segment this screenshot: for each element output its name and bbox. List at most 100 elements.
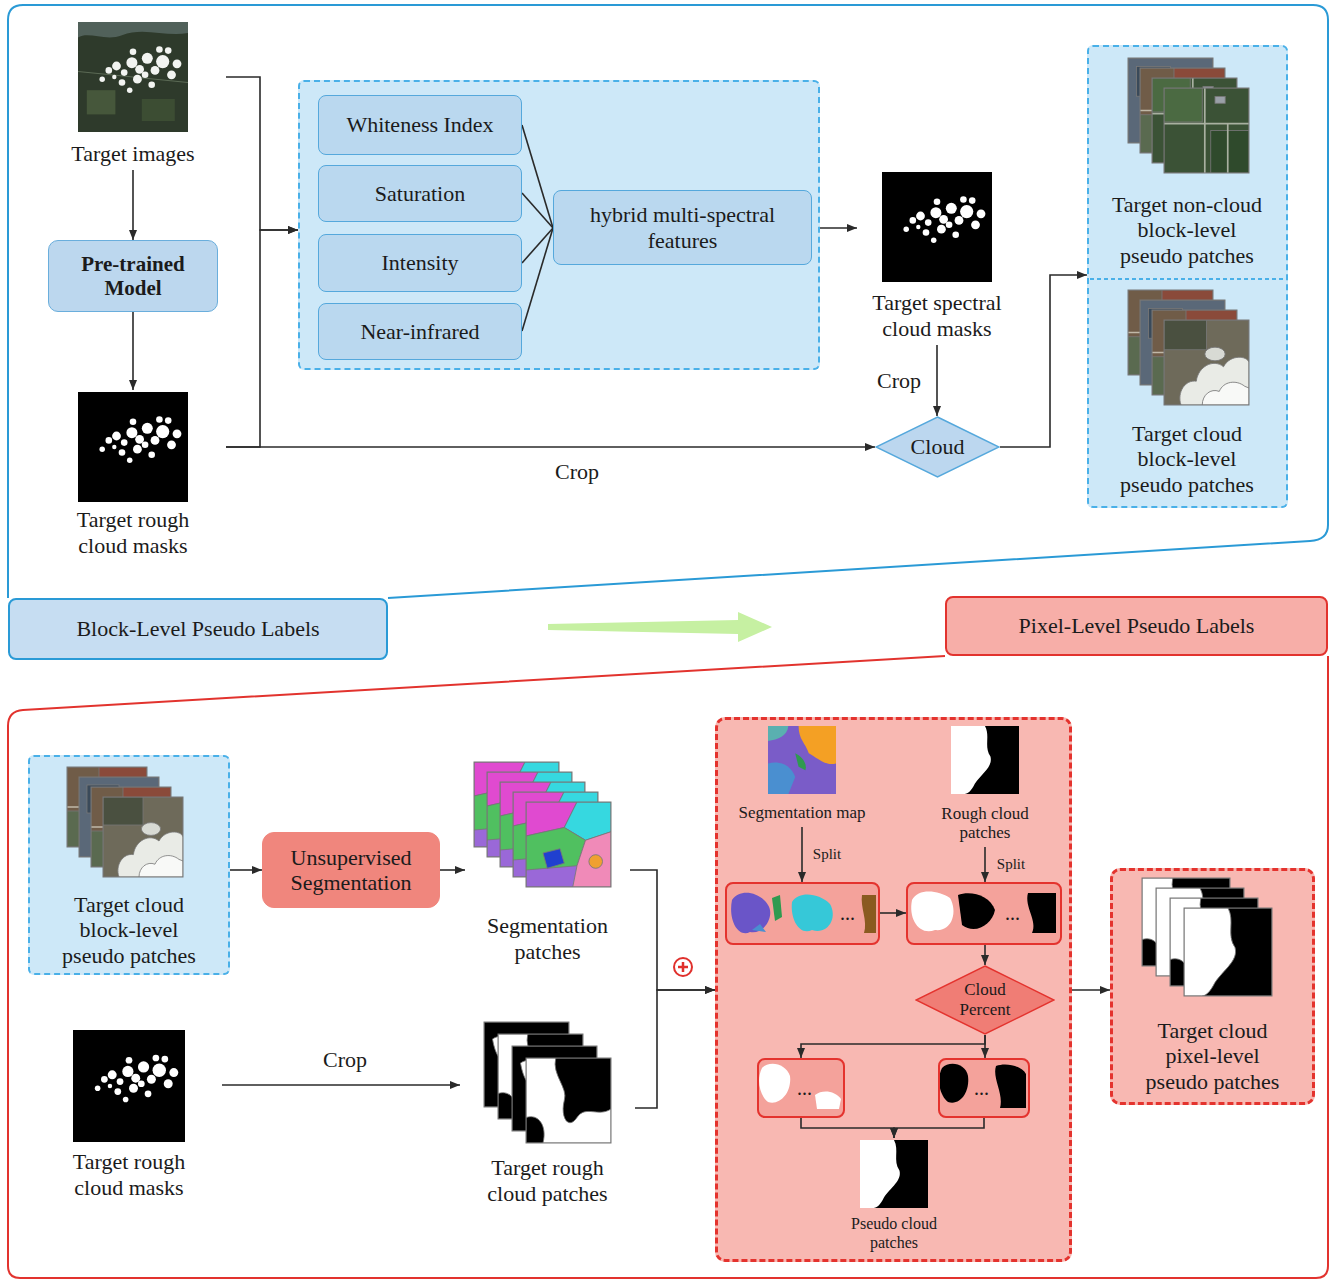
group-fill: [938, 1058, 1030, 1118]
split-pieces: [815, 1092, 841, 1109]
split-pieces: [772, 895, 782, 921]
connector: [635, 990, 715, 1108]
connector: [630, 870, 715, 990]
panel-outline: [8, 656, 1328, 1278]
node-label: Target cloud pixel-level pseudo patches: [1140, 1018, 1285, 1094]
edge-label: Split: [813, 846, 841, 863]
output-group: Target cloud pixel-level pseudo patches: [1110, 868, 1315, 1105]
connector: [984, 847, 986, 882]
connector: [226, 77, 298, 230]
split-pieces: [911, 892, 953, 932]
process-box: Whiteness Index: [318, 95, 522, 155]
node-label: ...: [974, 1077, 989, 1100]
process-box: Intensity: [318, 234, 522, 292]
process-box: Near-infrared: [318, 303, 522, 360]
node-label: Cloud: [911, 434, 965, 459]
node-label: Target spectral cloud masks: [862, 290, 1012, 341]
process-box: Saturation: [318, 165, 522, 222]
group-fill: [725, 882, 880, 945]
panel-tab: Pixel-Level Pseudo Labels: [945, 596, 1328, 656]
group-fill: [906, 882, 1062, 945]
image-node: Segmentation patches: [465, 758, 630, 968]
group-fill: [715, 717, 1072, 1262]
node-label: Segmentation patches: [473, 913, 623, 964]
group-fill: [1110, 868, 1315, 1105]
connector: [522, 193, 553, 228]
group-fill: [1090, 278, 1285, 280]
connector: [984, 1035, 986, 1058]
node-label: Saturation: [375, 181, 465, 206]
patch-stack: [1184, 908, 1272, 996]
split-pieces: [995, 1064, 1026, 1108]
split-pieces: [731, 893, 770, 933]
connector: [226, 446, 875, 448]
patch-stack: [1164, 320, 1249, 405]
node-label: Pseudo cloud patches: [847, 1215, 942, 1252]
connector: [132, 170, 134, 240]
connector: [522, 228, 553, 331]
connector: [801, 827, 803, 882]
node-label: Target images: [71, 141, 194, 166]
node-label: Target rough cloud patches: [473, 1155, 623, 1206]
process-box: hybrid multi-spectral features: [553, 190, 812, 265]
patch-stack: [1164, 88, 1249, 173]
panel-outline: [8, 596, 1328, 1280]
image-node: Rough cloud patches: [915, 722, 1055, 847]
split-pieces: [759, 1064, 790, 1103]
combine-symbol: [678, 962, 688, 972]
patch-stack: [1184, 908, 1272, 996]
decision-diamond: Cloud Percent: [915, 965, 1055, 1035]
node-label: Target non-cloud block-level pseudo patc…: [1107, 192, 1267, 268]
transition-arrow: [548, 612, 772, 642]
edge-label: Crop: [323, 1047, 367, 1072]
edge-label: Crop: [555, 459, 599, 484]
edge-label: Crop: [877, 368, 921, 393]
node-label: Target cloud block-level pseudo patches: [49, 892, 209, 968]
node-label: Target rough cloud masks: [54, 1149, 204, 1200]
node-label: Pre-trained Model: [61, 252, 205, 300]
connector: [226, 230, 298, 447]
mask-image: [882, 172, 992, 282]
image-node: Target rough cloud patches: [460, 1018, 635, 1210]
connector: [222, 1084, 460, 1086]
patch-stack: [103, 797, 183, 877]
node-label: ...: [840, 902, 855, 925]
panel-outline: [8, 5, 1328, 660]
decision-diamond: [916, 966, 1054, 1034]
connector: [522, 125, 553, 228]
decision-diamond: [876, 417, 999, 477]
node-label: Intensity: [382, 250, 459, 275]
split-pieces: [731, 892, 1056, 1110]
group-box: Target cloud block-level pseudo patches: [28, 755, 230, 975]
node-label: Whiteness Index: [346, 112, 493, 137]
patch-image: [951, 726, 1019, 794]
process-box: Pre-trained Model: [48, 240, 218, 312]
node-label: Block-Level Pseudo Labels: [76, 616, 319, 641]
node-label: Target cloud block-level pseudo patches: [1107, 421, 1267, 497]
node-label: Target rough cloud masks: [58, 507, 208, 558]
connector: [801, 1118, 894, 1138]
image-node: Target rough cloud masks: [40, 390, 226, 562]
group-box: Target non-cloud block-level pseudo patc…: [1087, 45, 1288, 508]
connector: [894, 1118, 984, 1138]
split-pieces: [939, 1064, 968, 1103]
patch-stack: [526, 1058, 611, 1143]
connector: [801, 1035, 985, 1058]
panel-tab: Block-Level Pseudo Labels: [8, 598, 388, 660]
patch-image: [768, 726, 836, 794]
process-box: Unsupervised Segmentation: [262, 832, 440, 908]
split-box: ...: [938, 1058, 1030, 1118]
node-label: ...: [1005, 902, 1020, 925]
patch-stack: [1164, 320, 1249, 405]
image-node: Target rough cloud masks: [36, 1028, 222, 1204]
split-pieces: [862, 895, 876, 933]
split-pieces: [792, 895, 833, 932]
mask-image: [78, 392, 188, 502]
node-label: Rough cloud patches: [935, 804, 1035, 843]
mask-image: [73, 1030, 185, 1142]
patch-stack: [526, 802, 611, 887]
decision-diamond: Cloud: [875, 416, 1000, 478]
patch-stack: [103, 797, 183, 877]
node-label: ...: [797, 1077, 812, 1100]
